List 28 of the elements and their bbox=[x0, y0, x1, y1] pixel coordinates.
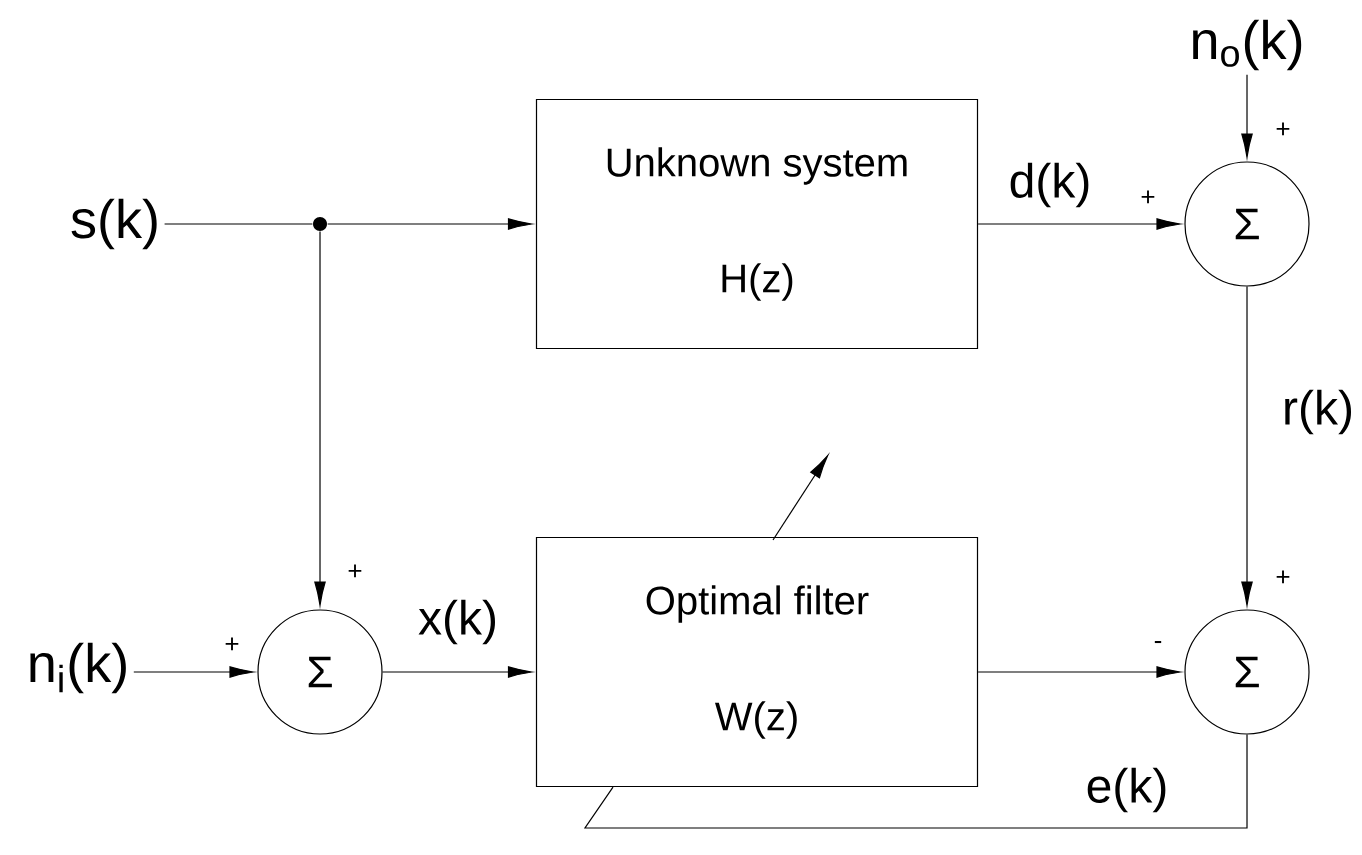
connector bbox=[327, 218, 533, 230]
connector bbox=[977, 666, 1181, 678]
connector bbox=[382, 666, 533, 678]
edge-label: d(k) bbox=[1010, 162, 1089, 208]
signal-label: n$_{i}$(k) bbox=[30, 642, 126, 694]
summing-junction: Σ bbox=[257, 609, 383, 735]
connector bbox=[164, 223, 313, 225]
sign-label: + bbox=[1276, 570, 1290, 584]
summing-junction: Σ bbox=[1184, 609, 1310, 735]
sign-label: + bbox=[348, 564, 362, 578]
block-box: Unknown system H(z) bbox=[535, 98, 979, 350]
connector bbox=[1241, 286, 1253, 606]
edge-label: e(k) bbox=[1087, 767, 1166, 813]
signal-label: s(k) bbox=[71, 198, 157, 250]
junction-dot bbox=[313, 217, 327, 231]
connector bbox=[1241, 74, 1253, 158]
connector bbox=[583, 734, 1248, 829]
connector bbox=[314, 231, 326, 606]
sign-label: + bbox=[1141, 190, 1155, 204]
sign-label: + bbox=[1276, 122, 1290, 136]
edge-label: x(k) bbox=[418, 599, 495, 645]
edge-label: r(k) bbox=[1285, 389, 1351, 435]
connector bbox=[977, 218, 1181, 230]
signal-label: n$_{o}$(k) bbox=[1193, 19, 1302, 71]
block-box: Optimal filter W(z) bbox=[535, 536, 979, 788]
summing-junction: Σ bbox=[1184, 161, 1310, 287]
connector bbox=[133, 666, 254, 678]
sign-label: + bbox=[225, 637, 239, 651]
